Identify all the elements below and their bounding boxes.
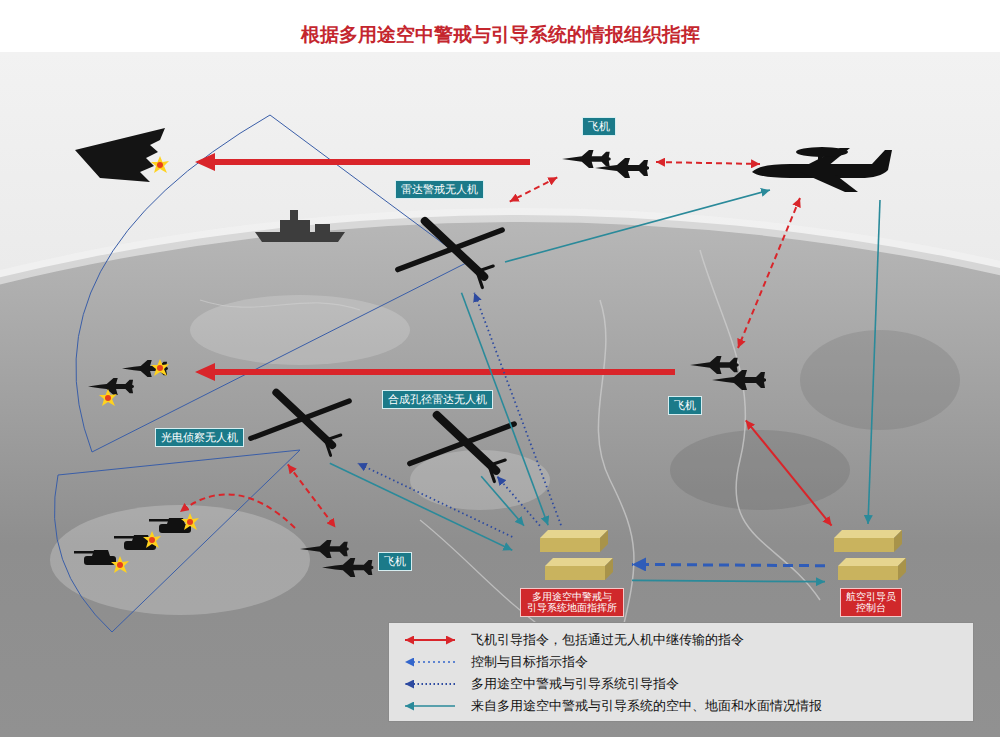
- ellipse-shape: [670, 430, 850, 510]
- use-shape: [143, 531, 161, 548]
- connector: [632, 564, 825, 565]
- diagram-title: 根据多用途空中警戒与引导系统的情报组织指挥: [0, 22, 1000, 48]
- use-shape: [398, 221, 502, 288]
- rect-shape: [280, 220, 310, 232]
- path-shape: [255, 232, 345, 242]
- legend-text: 来自多用途空中警戒与引导系统的空中、地面和水面情况情报: [471, 698, 822, 715]
- legend-row: 飞机引导指令，包括通过无人机中继传输的指令: [399, 629, 963, 651]
- legend-sample: [399, 655, 463, 669]
- node-region: 多用途空中警戒与 引导系统地面指挥所: [515, 528, 629, 616]
- legend-row: 来自多用途空中警戒与引导系统的空中、地面和水面情况情报: [399, 695, 963, 717]
- ellipse-shape: [190, 295, 410, 365]
- use-shape: [181, 513, 199, 530]
- legend-line: [405, 705, 455, 707]
- legend-line: [405, 661, 455, 663]
- g-shape: [255, 210, 345, 242]
- legend-line: [405, 683, 455, 685]
- line-shape: [656, 162, 760, 164]
- use-shape: [300, 540, 349, 558]
- polygon-shape: [195, 363, 675, 381]
- connector: [497, 476, 540, 525]
- use-shape: [712, 370, 766, 390]
- node-region: 飞机: [298, 530, 416, 582]
- connector: [330, 463, 513, 550]
- use-shape: [410, 415, 514, 482]
- polygon-shape: [800, 172, 858, 192]
- path-shape: [75, 128, 165, 182]
- use-shape: [151, 156, 169, 173]
- use-shape: [690, 356, 739, 374]
- rect-shape: [818, 152, 822, 164]
- node-region: 飞机: [668, 352, 766, 418]
- connector: [632, 580, 825, 581]
- use-shape: [540, 530, 608, 552]
- line-shape: [738, 198, 800, 348]
- unit-label: 雷达警戒无人机: [395, 180, 484, 199]
- legend-sample: [399, 677, 463, 691]
- node-region: 飞机: [560, 115, 652, 190]
- connector: [358, 463, 513, 537]
- ellipse-shape: [800, 330, 960, 430]
- g-shape: [752, 147, 892, 192]
- polygon-shape: [195, 153, 530, 171]
- node-region: 航空引导员 控制台: [828, 528, 914, 620]
- use-shape: [595, 158, 649, 178]
- use-shape: [88, 378, 134, 395]
- use-shape: [111, 556, 129, 573]
- unit-label: 光电侦察无人机: [155, 428, 244, 447]
- station-label: 航空引导员 控制台: [840, 588, 902, 617]
- path-shape: [180, 494, 295, 528]
- path-shape: [700, 250, 820, 600]
- connector: [481, 476, 524, 525]
- legend-sample: [399, 633, 463, 647]
- use-shape: [74, 550, 116, 565]
- use-shape: [838, 558, 906, 580]
- legend-row: 控制与目标指示指令: [399, 651, 963, 673]
- use-shape: [322, 558, 373, 577]
- node-region: 雷达警戒无人机: [385, 178, 507, 290]
- connector: [746, 420, 832, 525]
- legend-row: 多用途空中警戒与引导系统引导指令: [399, 673, 963, 695]
- legend-box: 飞机引导指令，包括通过无人机中继传输的指令控制与目标指示指令多用途空中警戒与引导…: [388, 622, 974, 722]
- connector: [288, 464, 336, 527]
- unit-label: 飞机: [378, 552, 412, 571]
- use-shape: [562, 150, 611, 168]
- circle-shape: [0, 215, 1000, 737]
- unit-label: 合成孔径雷达无人机: [382, 390, 493, 409]
- use-shape: [99, 389, 117, 406]
- circle-shape: [0, 215, 1000, 737]
- node-region: 合成孔径雷达无人机: [380, 388, 520, 474]
- path-shape: [54, 450, 300, 632]
- connector: [510, 177, 558, 201]
- ellipse-shape: [50, 505, 310, 615]
- use-shape: [151, 359, 169, 376]
- rect-shape: [290, 210, 298, 220]
- line-shape: [505, 190, 770, 262]
- legend-line: [405, 639, 455, 641]
- path-shape: [200, 300, 360, 310]
- unit-label: 飞机: [668, 396, 702, 415]
- unit-label: 飞机: [582, 117, 616, 136]
- legend-text: 控制与目标指示指令: [471, 654, 588, 671]
- use-shape: [834, 530, 902, 552]
- use-shape: [251, 393, 350, 456]
- legend-text: 飞机引导指令，包括通过无人机中继传输的指令: [471, 632, 744, 649]
- use-shape: [545, 558, 613, 580]
- node-region: 光电侦察无人机: [155, 380, 355, 462]
- legend-text: 多用途空中警戒与引导系统引导指令: [471, 676, 679, 693]
- rect-shape: [315, 224, 330, 232]
- line-shape: [868, 200, 880, 524]
- legend-sample: [399, 699, 463, 713]
- station-label: 多用途空中警戒与 引导系统地面指挥所: [520, 588, 624, 617]
